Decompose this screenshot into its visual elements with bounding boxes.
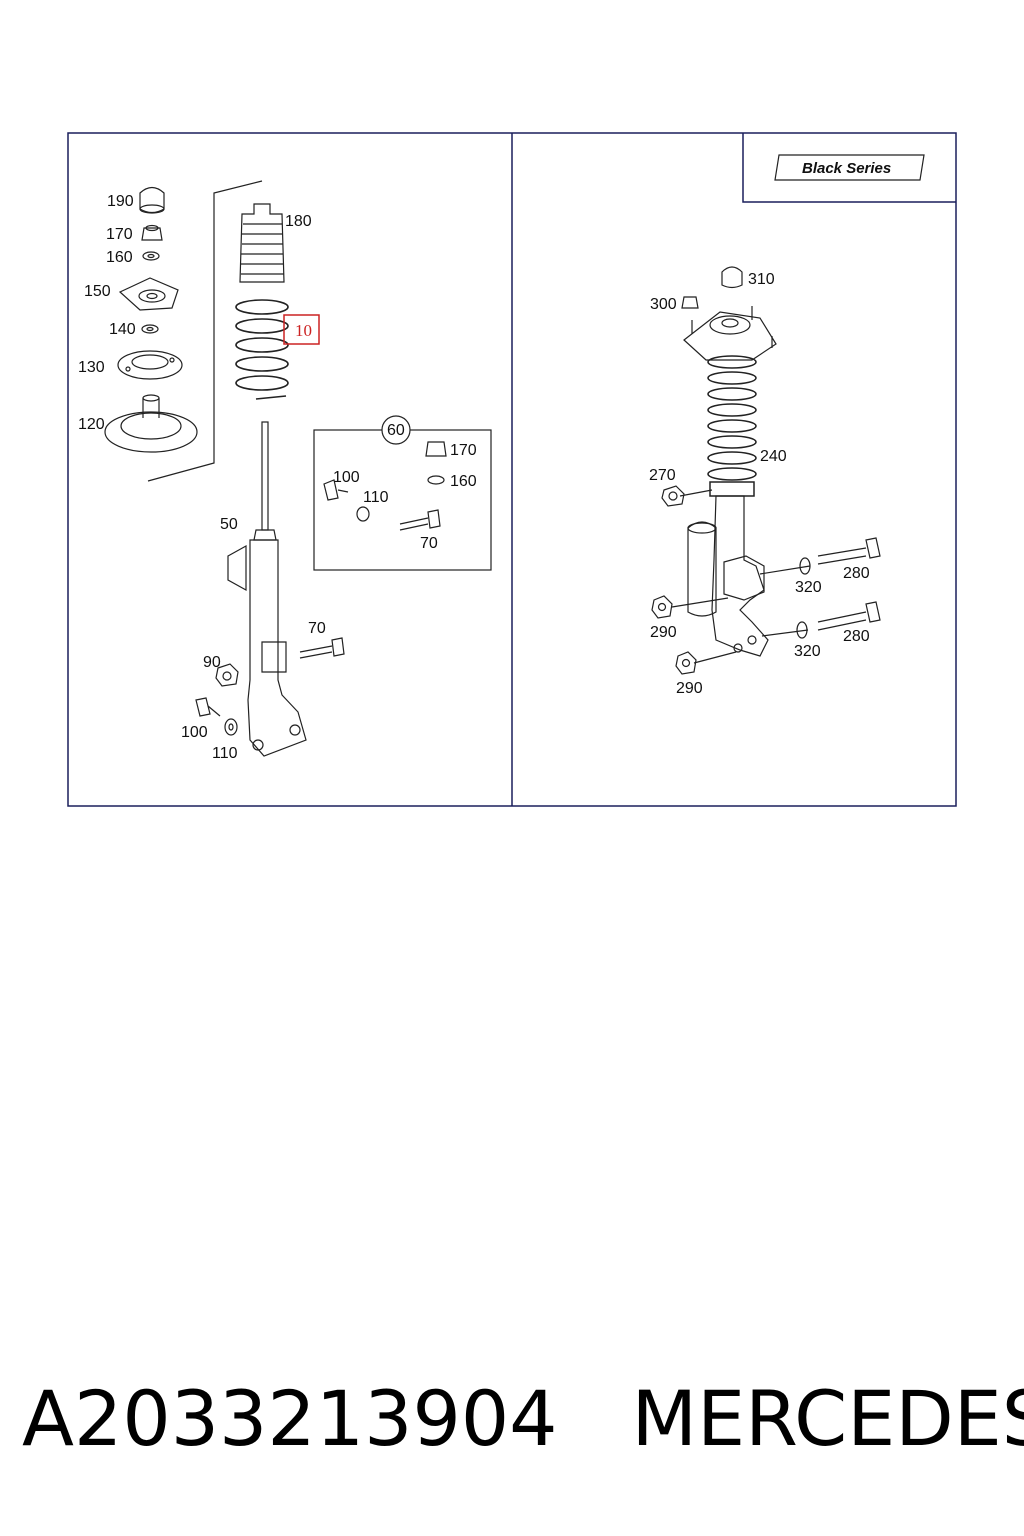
label-130: 130 [78,359,105,376]
kit-label-170: 170 [450,442,477,459]
part-10-coil-spring [235,299,289,400]
part-160-washer [142,251,160,261]
part-top-mount [683,306,777,361]
brand-name: MERCEDES [631,1374,1024,1463]
label-140: 140 [109,321,136,338]
part-130-ring [117,350,183,380]
label-170: 170 [106,226,133,243]
part-140-bearing [141,324,159,334]
part-170-nut [141,224,163,241]
right-panel [651,133,956,675]
kit-label-70: 70 [420,535,438,552]
part-290-nut-upper [651,595,673,619]
part-90-nut [215,663,239,687]
badge-frame [742,133,956,203]
label-290-lower: 290 [676,680,703,697]
part-50-shock-absorber [227,421,307,757]
label-320-upper: 320 [795,579,822,596]
part-280-bolt-lower [817,601,881,631]
label-110: 110 [212,745,238,762]
part-180-dust-boot [239,203,285,283]
label-120: 120 [78,416,105,433]
label-270: 270 [649,467,676,484]
label-300: 300 [650,296,677,313]
label-280-upper: 280 [843,565,870,582]
part-150-plate [118,277,179,311]
kit-label-160: 160 [450,473,477,490]
label-280-lower: 280 [843,628,870,645]
footer-caption: A2033213904 MERCEDES [22,1374,1024,1463]
black-series-badge [774,154,925,181]
part-70-bolt [299,637,345,659]
label-310: 310 [748,271,775,288]
black-series-label: Black Series [802,160,891,177]
left-labels: 190 170 160 150 140 130 120 180 10 50 90… [78,193,477,762]
label-290-upper: 290 [650,624,677,641]
label-70: 70 [308,620,326,637]
part-310-cap [721,266,743,289]
label-240: 240 [760,448,787,465]
part-number: A2033213904 [22,1374,558,1463]
part-240-spring-assembly [707,355,757,497]
label-90: 90 [203,654,221,671]
part-120-mount [104,394,198,453]
label-100: 100 [181,724,208,741]
kit-label-100: 100 [333,469,360,486]
label-320-lower: 320 [794,643,821,660]
label-10-highlighted: 10 [295,321,312,340]
kit-60-box [313,415,492,571]
highlight-box [283,314,320,345]
kit-label-110: 110 [363,489,389,506]
part-strut-body [687,495,769,657]
kit-badge-60: 60 [387,422,405,439]
group-bracket [147,180,263,482]
part-270-nut [661,485,685,507]
part-280-bolt-upper [817,537,881,565]
part-290-nut-lower [675,651,697,675]
label-160: 160 [106,249,133,266]
label-150: 150 [84,283,111,300]
part-110-washer [224,718,238,736]
right-labels: Black Series 310 300 240 270 320 280 290… [649,160,891,697]
part-190-bump-cap [139,186,165,214]
label-50: 50 [220,516,238,533]
left-panel [104,180,492,757]
part-100-bolt [195,697,221,717]
label-180: 180 [285,213,312,230]
label-190: 190 [107,193,134,210]
part-300-nut [681,296,699,309]
